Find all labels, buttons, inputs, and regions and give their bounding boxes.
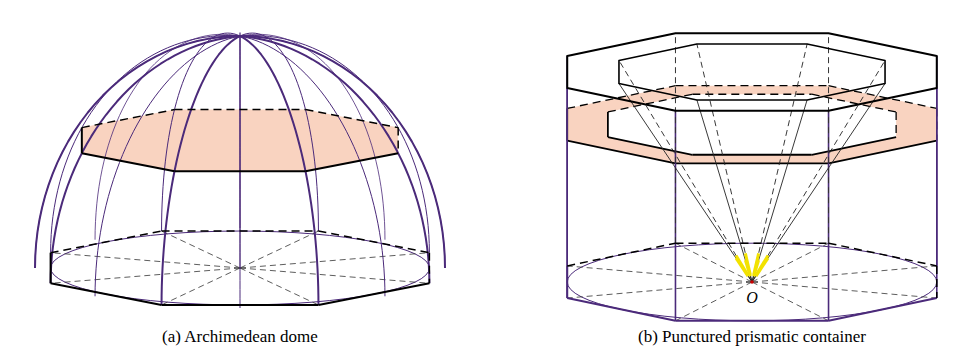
band-edge	[895, 112, 896, 137]
panel-caption: (b) Punctured prismatic container	[638, 327, 866, 347]
section-edge	[397, 128, 399, 154]
base-edge	[829, 298, 937, 321]
base-edge	[318, 283, 429, 305]
radius-line	[752, 282, 829, 321]
apex-line	[619, 60, 752, 282]
top-edge	[567, 33, 937, 111]
radius-line	[240, 268, 318, 305]
meridian-arc	[240, 36, 429, 283]
band-ring	[567, 86, 937, 164]
band-edge	[812, 137, 896, 155]
base-edge	[675, 320, 828, 322]
radius-line	[240, 253, 429, 268]
radius-line	[675, 243, 752, 282]
meridian-arc	[51, 36, 240, 283]
apex-line	[752, 100, 807, 282]
band-edge	[567, 86, 675, 109]
section-edge	[81, 128, 83, 154]
apex-line	[752, 44, 807, 282]
radius-line	[567, 282, 752, 298]
base-edge	[829, 243, 937, 266]
apex-line	[697, 100, 752, 282]
meridian-arc	[240, 36, 385, 296]
meridian-arc	[95, 36, 240, 296]
radius-line	[51, 268, 240, 283]
radius-line	[752, 266, 937, 282]
meridian-arc	[240, 34, 385, 239]
base-circle	[567, 243, 937, 321]
center-point	[750, 280, 754, 284]
band-edge	[692, 94, 811, 95]
base-edge	[162, 230, 319, 232]
axis-line	[240, 36, 241, 268]
base-edge	[318, 231, 429, 253]
meridian-arc	[95, 34, 240, 239]
radius-line	[162, 268, 240, 305]
band-edge	[829, 86, 937, 109]
band-edge	[607, 112, 609, 137]
point-label: O	[746, 289, 758, 307]
vertical-edge	[675, 33, 676, 243]
base-edge	[51, 283, 162, 305]
apex-line	[619, 84, 752, 282]
meridian-arc	[162, 33, 240, 231]
meridian-arc	[35, 36, 240, 268]
radius-line	[162, 231, 240, 268]
section-edge	[82, 110, 175, 128]
base-edge	[567, 298, 675, 321]
base-edge	[567, 243, 675, 266]
panel-caption: (a) Archimedean dome	[162, 327, 318, 347]
band-edge	[675, 162, 828, 164]
dome-outline	[35, 36, 445, 268]
vertical-edge	[828, 33, 829, 243]
base-edge	[429, 253, 431, 284]
meridian-arc	[240, 33, 318, 231]
meridian-arc	[240, 36, 429, 253]
section-edge	[174, 170, 305, 172]
base-edge	[50, 253, 52, 284]
highlight-segment	[745, 253, 750, 274]
base-edge	[51, 231, 162, 253]
apex-line	[752, 84, 885, 282]
section-edge	[306, 110, 399, 128]
top-opening	[619, 44, 885, 100]
section-edge	[306, 153, 399, 171]
apex-line	[752, 60, 885, 282]
base-edge	[675, 242, 828, 244]
base-edge	[162, 304, 319, 306]
base-edge	[566, 266, 568, 298]
radius-line	[240, 231, 318, 268]
band-edge	[692, 154, 811, 156]
highlight-segment	[756, 255, 768, 275]
section-edge	[174, 109, 305, 111]
base-edge	[936, 266, 938, 298]
band-edge	[608, 137, 692, 155]
apex-line	[697, 44, 752, 282]
meridian-arc	[51, 36, 240, 253]
section-edge	[82, 153, 175, 171]
band-edge	[675, 85, 828, 86]
